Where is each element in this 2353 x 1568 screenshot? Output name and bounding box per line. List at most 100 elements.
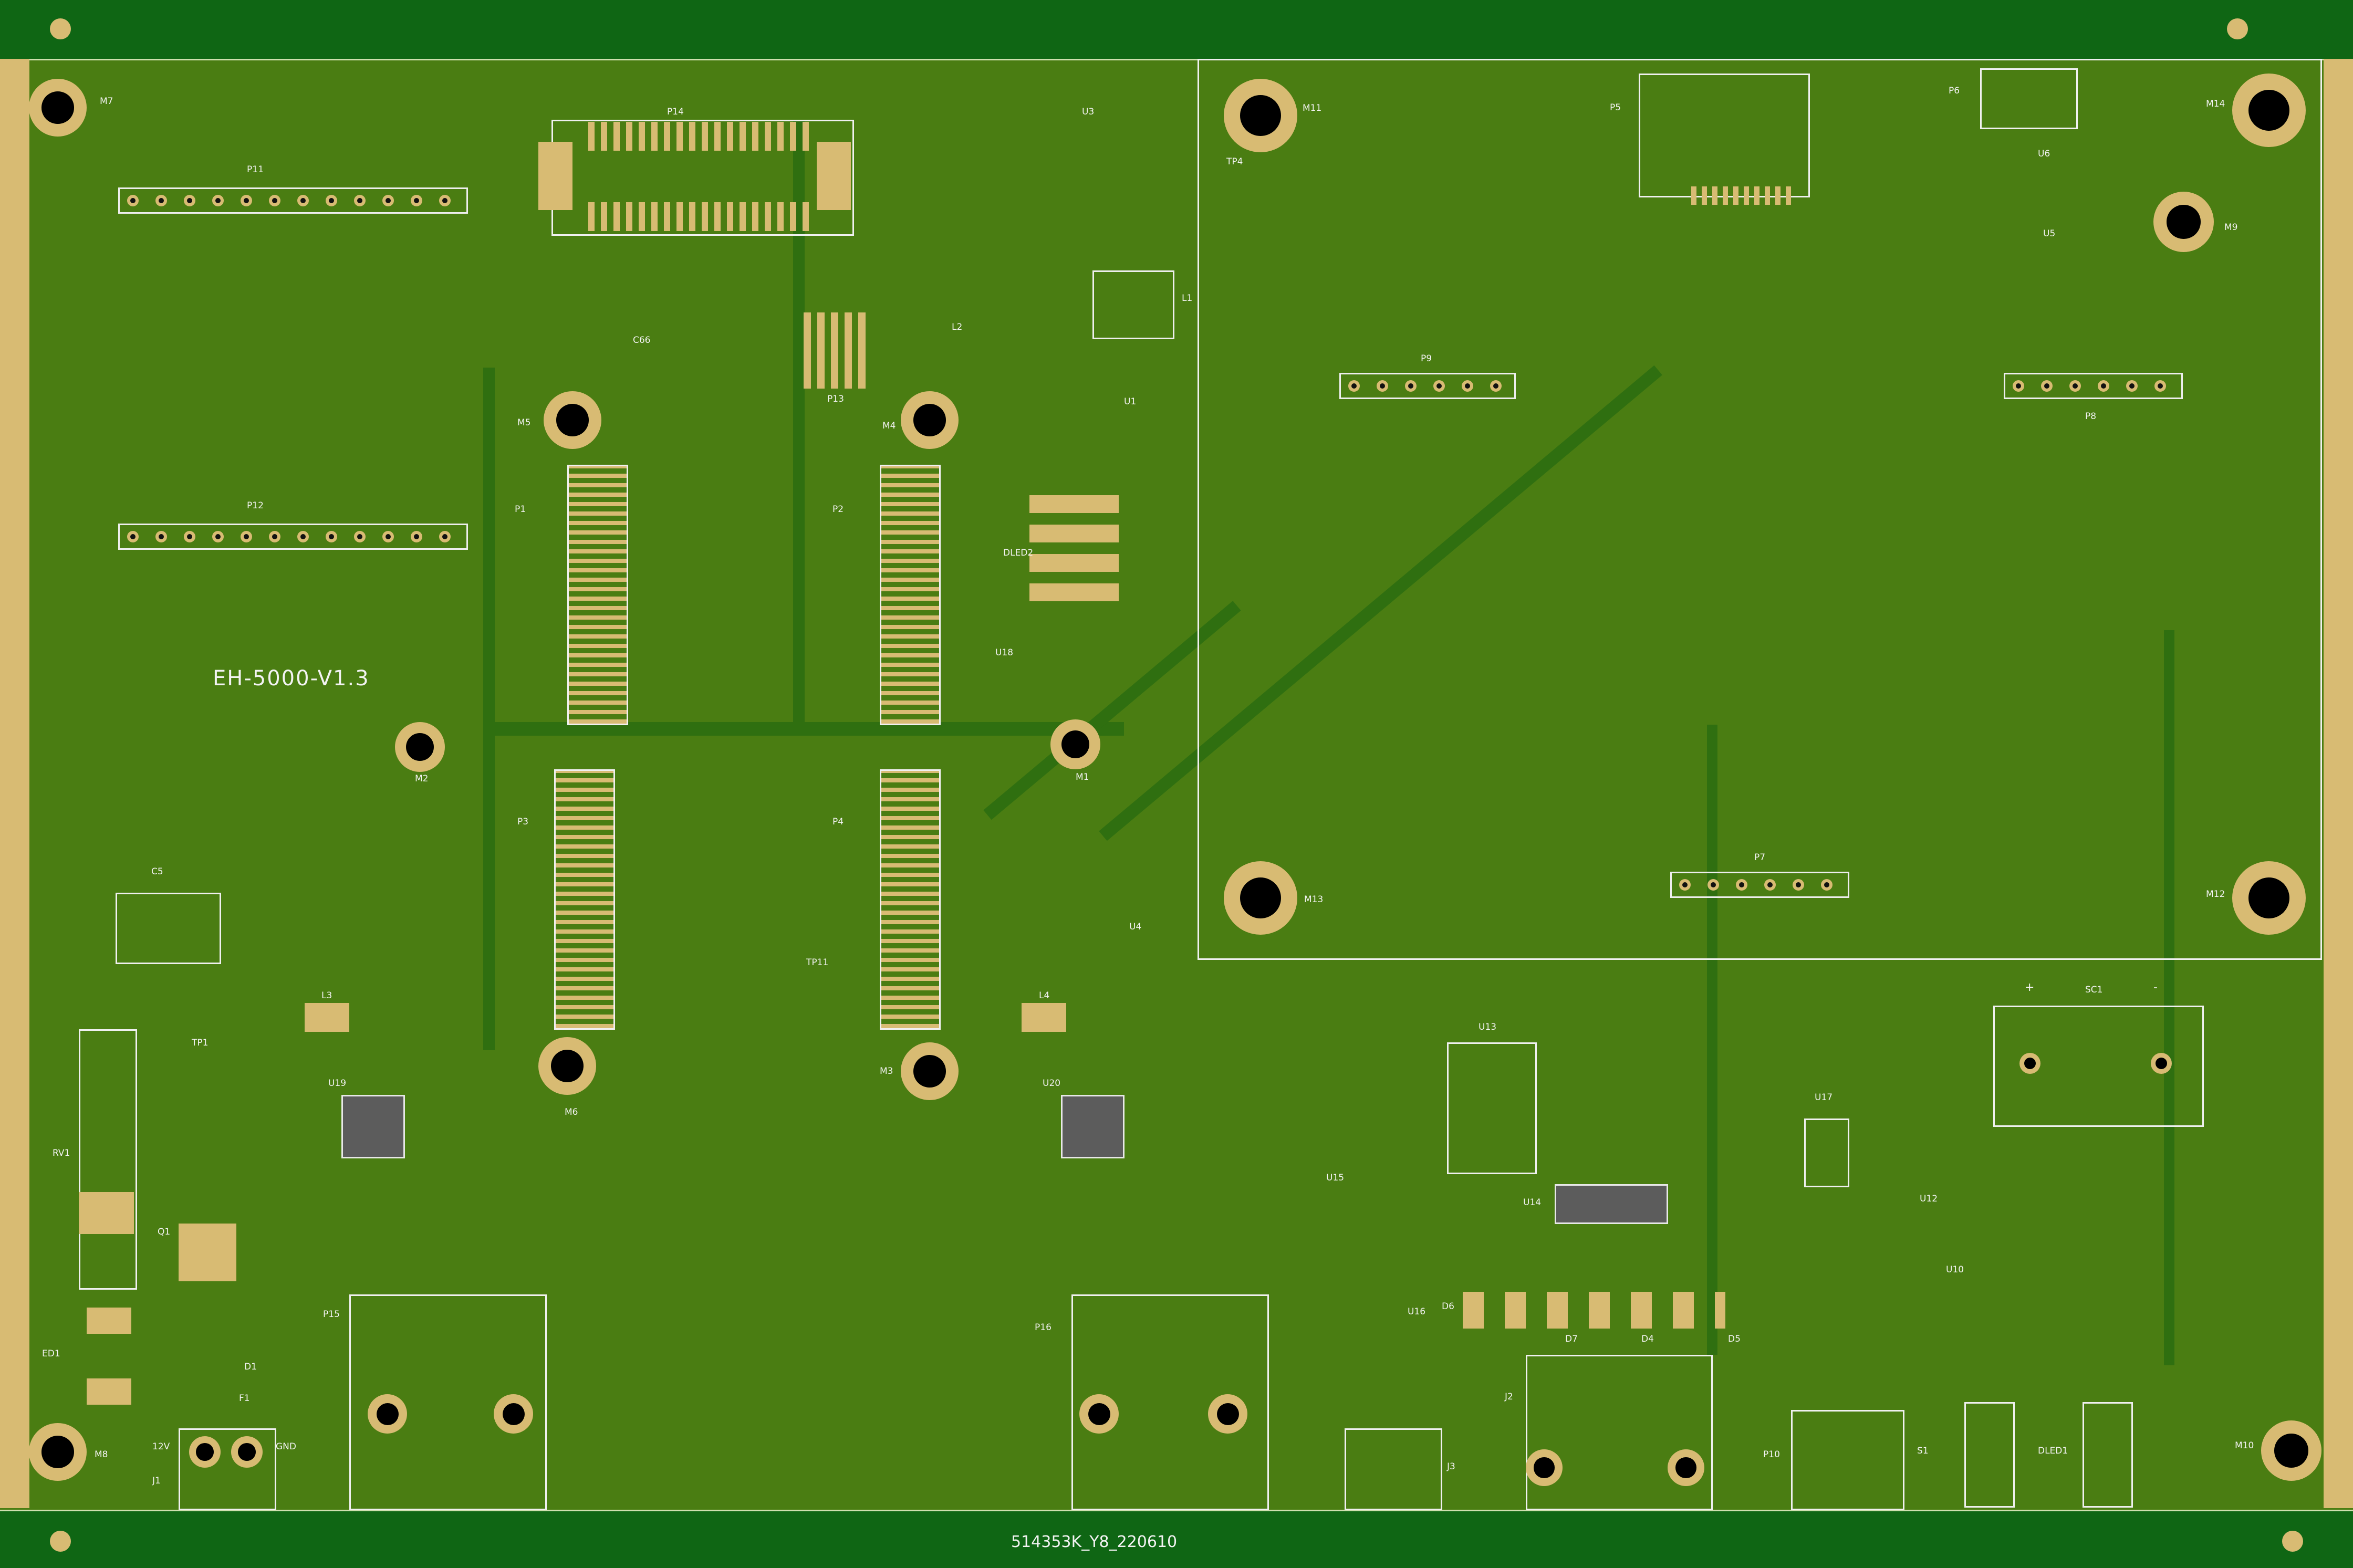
label-u1: U1	[1124, 396, 1137, 407]
connector-p3[interactable]	[554, 769, 615, 1030]
label-j2: J2	[1505, 1392, 1513, 1402]
label-p1: P1	[515, 504, 526, 515]
label-dled2: DLED1	[2038, 1446, 2068, 1456]
label-m13: M13	[1304, 894, 1324, 905]
usb-connector-p10[interactable]	[1791, 1410, 1904, 1510]
label-c5: C5	[151, 866, 163, 877]
header-p11[interactable]	[118, 187, 468, 214]
board-name: EH-5000-V1.3	[213, 666, 370, 691]
label-u16: U16	[1408, 1306, 1426, 1317]
module-outline	[1198, 59, 2322, 960]
p5-pins	[1691, 186, 1796, 205]
inductor-l3	[305, 1003, 349, 1032]
p14-tab-left	[538, 142, 572, 210]
ed1-pad-bottom	[87, 1378, 131, 1405]
p16-mount-left	[1079, 1394, 1119, 1434]
label-p14: P14	[667, 107, 684, 117]
supercap-sc1	[1993, 1006, 2204, 1127]
ic-u20	[1061, 1095, 1125, 1158]
label-tp1: TP1	[192, 1038, 209, 1048]
header-p12[interactable]	[118, 524, 468, 550]
label-p16: P16	[1035, 1322, 1051, 1333]
bottom-panel-rail	[0, 1508, 2353, 1568]
label-m3: M3	[880, 1066, 893, 1076]
fiducial-bottom-left	[50, 1531, 71, 1552]
capacitor-c5	[116, 893, 221, 964]
sc1-pin-neg	[2151, 1053, 2172, 1074]
label-q1: Q1	[158, 1227, 171, 1237]
mount-hole-m6	[538, 1037, 596, 1095]
label-j1: J1	[152, 1476, 161, 1486]
connector-p13[interactable]	[804, 312, 872, 389]
right-edge-plating	[2324, 59, 2353, 1508]
label-u18: U18	[995, 647, 1014, 658]
label-u15: U15	[1326, 1173, 1345, 1183]
label-d1: D1	[244, 1362, 257, 1372]
ic-u13	[1447, 1042, 1537, 1174]
mount-hole-m10	[2261, 1420, 2321, 1481]
header-p9[interactable]	[1339, 373, 1516, 399]
top-panel-rail	[0, 0, 2353, 59]
header-p7[interactable]	[1670, 872, 1849, 898]
panel-code: 514353K_Y8_220610	[1011, 1533, 1178, 1551]
label-l3: L3	[321, 990, 332, 1001]
dip-switch-s1[interactable]	[1029, 486, 1119, 601]
mount-hole-m1	[1050, 719, 1100, 769]
label-l4: L4	[1039, 990, 1050, 1001]
fiducial-top-left	[50, 18, 71, 39]
fiducial-top-right	[2227, 18, 2248, 39]
p15-mount-right	[494, 1394, 533, 1434]
label-m9: M9	[2224, 222, 2238, 233]
sc1-minus-mark: -	[2153, 981, 2158, 994]
label-s1: DLED2	[1003, 548, 1034, 558]
connector-p4[interactable]	[880, 769, 941, 1030]
p14-pins-top	[588, 122, 809, 151]
label-p8: P8	[2085, 411, 2097, 422]
trace-bus-7	[2164, 630, 2174, 1365]
ed1-pad-top	[87, 1308, 131, 1334]
ic-u14	[1555, 1184, 1668, 1224]
mount-hole-m4	[901, 391, 959, 449]
rj45-p15[interactable]	[349, 1294, 547, 1510]
inductor-l1	[1092, 270, 1174, 339]
label-p5: P5	[1610, 102, 1621, 113]
label-u19: U19	[328, 1078, 347, 1089]
label-u17: U17	[1815, 1092, 1833, 1103]
label-m5: M5	[517, 417, 531, 428]
label-u14: U14	[1523, 1197, 1542, 1208]
label-m4: M4	[882, 421, 896, 431]
label-gnd: GND	[276, 1441, 296, 1452]
label-m14: M14	[2206, 99, 2225, 109]
rv1-pad	[79, 1192, 134, 1234]
connector-p5[interactable]	[1639, 74, 1810, 197]
label-u6: U6	[2038, 149, 2050, 159]
mount-hole-m11	[1224, 79, 1297, 152]
label-p4: P4	[832, 817, 844, 827]
label-d6: D7	[1565, 1334, 1578, 1344]
p14-pins-bottom	[588, 202, 809, 231]
label-p10: P10	[1763, 1449, 1780, 1460]
label-p12: P12	[247, 500, 264, 511]
label-u5: U5	[2043, 228, 2056, 239]
connector-p6[interactable]	[1980, 68, 2078, 129]
connector-j2[interactable]	[1526, 1355, 1713, 1510]
power-connector-j1[interactable]	[179, 1428, 276, 1510]
label-12v: 12V	[152, 1441, 170, 1452]
label-m8: M8	[95, 1449, 108, 1460]
connector-j3[interactable]	[1345, 1428, 1442, 1510]
led-dled1	[1964, 1402, 2015, 1508]
label-m11: M11	[1303, 103, 1322, 113]
label-f1: F1	[239, 1393, 250, 1404]
label-p15: P15	[323, 1309, 340, 1320]
rj45-p16[interactable]	[1071, 1294, 1269, 1510]
connector-p1[interactable]	[567, 465, 628, 725]
led-dled2	[2083, 1402, 2133, 1508]
label-u12: U12	[1920, 1194, 1938, 1204]
header-p8[interactable]	[2004, 373, 2183, 399]
connector-p2[interactable]	[880, 465, 941, 725]
trace-bus-3	[793, 121, 805, 725]
varistor-rv1	[79, 1029, 137, 1290]
trace-bus-2	[483, 368, 495, 1050]
j1-pin-gnd	[231, 1436, 263, 1468]
label-p9: P9	[1421, 353, 1432, 364]
